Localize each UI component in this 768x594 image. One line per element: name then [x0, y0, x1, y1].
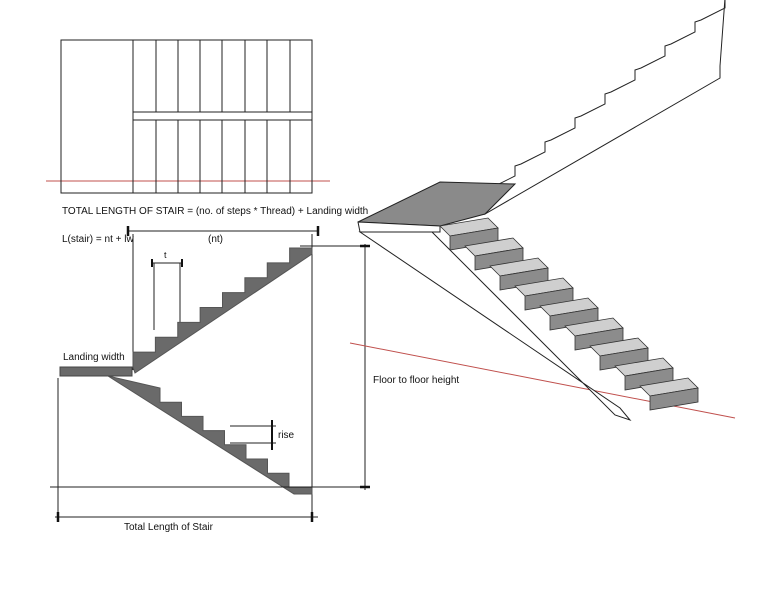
upper-flight-3d — [484, 0, 726, 215]
landing-3d-top — [357, 181, 517, 227]
plan-outline — [60, 39, 313, 194]
step-riser-3d — [649, 387, 699, 411]
plan-view — [46, 39, 330, 194]
landing-3d-front — [357, 221, 441, 233]
t-label: t — [164, 250, 167, 260]
formula-long: TOTAL LENGTH OF STAIR = (no. of steps * … — [62, 206, 368, 217]
section-view: t Landing width rise Floor to floor heig… — [50, 226, 459, 533]
landing-slab — [59, 366, 133, 377]
plan-treads — [155, 40, 291, 193]
floor-to-floor-label: Floor to floor height — [373, 375, 459, 386]
perspective-view — [349, 0, 736, 422]
nt-label: (nt) — [208, 234, 223, 245]
total-length-label: Total Length of Stair — [124, 522, 214, 533]
rise-label: rise — [278, 430, 295, 441]
formula-short: L(stair) = nt + lw — [62, 234, 134, 245]
upper-flight-section — [132, 247, 313, 374]
landing-width-label: Landing width — [63, 352, 125, 363]
lower-flight-steps — [439, 217, 699, 411]
